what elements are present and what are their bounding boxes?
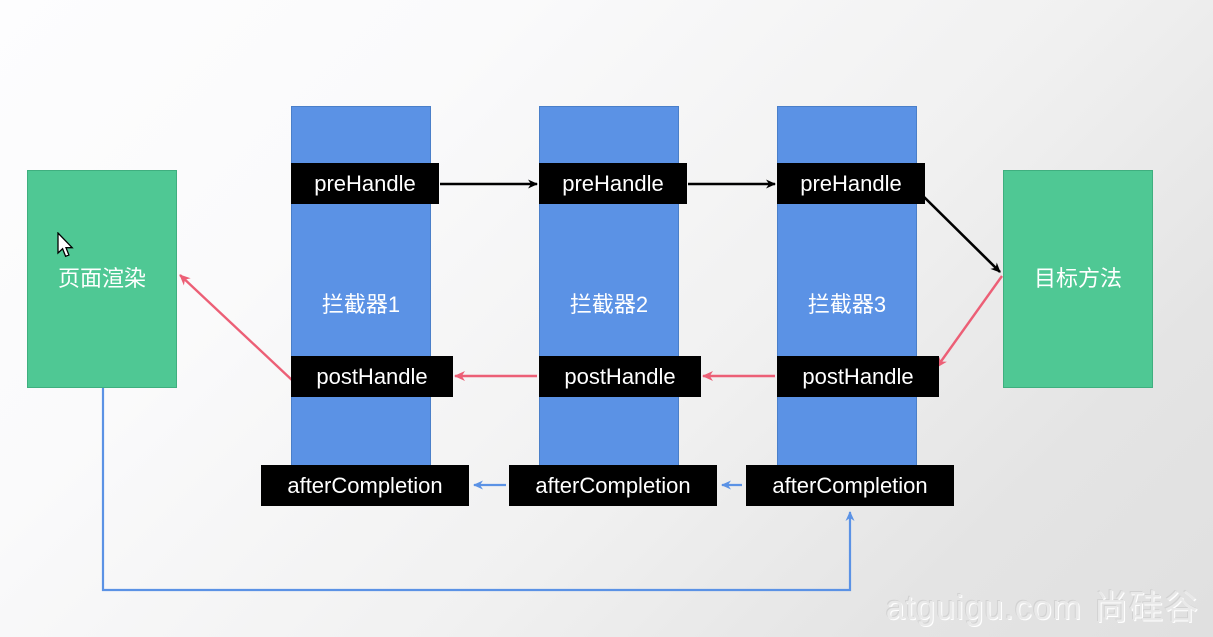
interceptor-2-label: 拦截器2 — [569, 292, 649, 317]
prehandle-label-1: preHandle — [291, 163, 439, 204]
arrow-prehandle-3-to-target — [920, 193, 1001, 273]
page-render-label: 页面渲染 — [57, 266, 146, 291]
prehandle-label-3: preHandle — [777, 163, 925, 204]
arrow-target-to-posthandle-3 — [936, 275, 1003, 368]
interceptor-3-label: 拦截器3 — [807, 292, 887, 317]
posthandle-label-3: postHandle — [777, 356, 939, 397]
watermark-site: atguigu.com — [885, 589, 1082, 627]
watermark: atguigu.com 尚硅谷 — [886, 586, 1199, 630]
posthandle-label-2: postHandle — [539, 356, 701, 397]
arrow-page-render-to-aftercompletion-3 — [101, 388, 855, 592]
aftercompletion-label-3: afterCompletion — [746, 465, 954, 506]
interceptor-1-label: 拦截器1 — [321, 292, 401, 317]
target-method-label: 目标方法 — [1033, 266, 1122, 291]
aftercompletion-label-2: afterCompletion — [509, 465, 717, 506]
watermark-brand: 尚硅谷 — [1094, 589, 1199, 627]
posthandle-label-1: postHandle — [291, 356, 453, 397]
mouse-cursor-icon — [57, 232, 74, 258]
target-method-box: 目标方法 — [1003, 170, 1153, 388]
aftercompletion-label-1: afterCompletion — [261, 465, 469, 506]
arrow-posthandle-1-to-page-render — [179, 274, 294, 382]
prehandle-label-2: preHandle — [539, 163, 687, 204]
page-render-box: 页面渲染 — [27, 170, 177, 388]
